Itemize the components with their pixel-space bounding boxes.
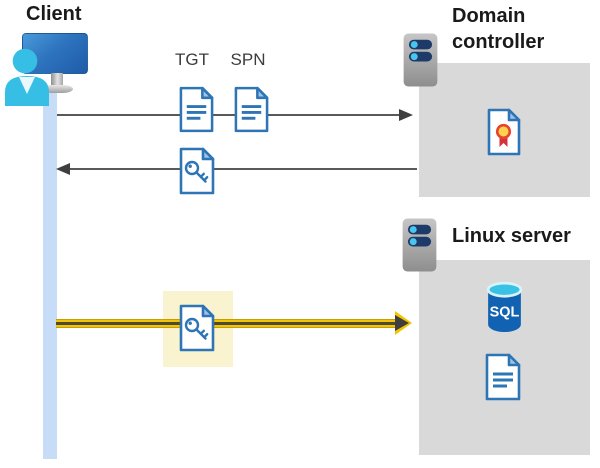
spn-document-icon: [234, 86, 269, 133]
response-arrow-head: [56, 163, 70, 175]
key-document-icon: [179, 147, 215, 195]
auth-arrow-line: [56, 319, 396, 328]
request-arrow-head: [399, 109, 413, 121]
domain-controller-server-icon: [403, 33, 438, 87]
linux-server-icon: [402, 218, 437, 272]
tgt-label: TGT: [175, 50, 209, 69]
spn-label: SPN: [230, 50, 266, 69]
client-computer-icon: [3, 33, 98, 108]
response-arrow-line: [70, 168, 417, 170]
user-icon: [5, 48, 49, 106]
client-lifeline: [43, 90, 57, 459]
key-document-highlighted-icon: [179, 304, 215, 352]
sql-database-icon: SQL: [486, 281, 523, 333]
linux-server-label: Linux server: [452, 225, 571, 247]
auth-arrow-core: [56, 322, 396, 325]
tgt-document-icon: [179, 86, 214, 133]
domain-controller-label: Domain controller: [452, 5, 545, 53]
client-label: Client: [26, 3, 82, 25]
auth-arrow-head: [395, 315, 409, 331]
certificate-icon: [487, 108, 521, 156]
monitor-stand: [51, 73, 63, 87]
monitor-base: [42, 85, 73, 93]
keytab-document-icon: [485, 353, 521, 401]
sql-icon-label: SQL: [490, 305, 520, 321]
request-arrow-line: [57, 114, 400, 116]
